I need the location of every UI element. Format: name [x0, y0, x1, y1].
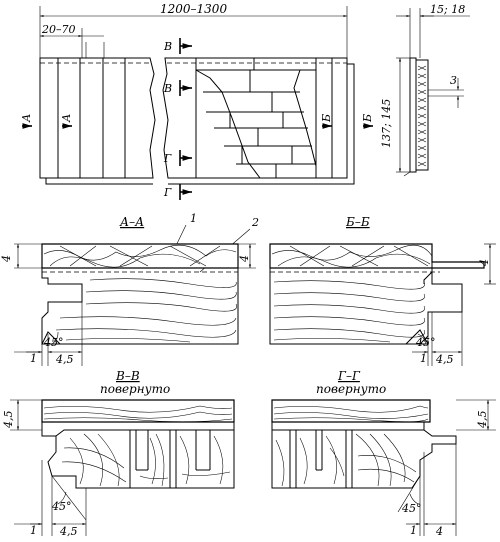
section-gg: Г–Г повернуто 4,5 1 4 45°	[271, 369, 496, 538]
section-gg-title: Г–Г	[337, 369, 361, 383]
cut-label-v-bottom: В	[163, 82, 172, 95]
cut-label-b-right: Б	[361, 114, 374, 123]
vv-thickness-label: 4,5	[2, 411, 15, 430]
section-bb: Б–Б 4 1 4,5 45°	[269, 215, 496, 366]
vv-depth-label: 4,5	[59, 525, 78, 538]
aa-tongue-label: 1	[30, 352, 37, 365]
gg-depth-label: 4	[435, 525, 443, 538]
cut-label-g-top: Г	[163, 152, 172, 165]
callout-2: 2	[251, 216, 259, 229]
cut-label-a-left: А	[20, 114, 33, 123]
section-gg-subtitle: повернуто	[316, 382, 386, 396]
cut-label-a-right: А	[60, 114, 73, 123]
bb-tongue-label: 1	[420, 352, 427, 365]
vv-angle-label: 45°	[51, 500, 72, 513]
side-thickness-label: 15; 18	[430, 3, 465, 16]
section-vv-title: В–В	[115, 369, 140, 383]
side-height-label: 137; 145	[380, 99, 393, 148]
callout-1: 1	[190, 212, 197, 225]
aa-thickness-label: 4	[0, 255, 13, 263]
gg-angle-label: 45°	[401, 502, 422, 515]
overall-length-label: 1200–1300	[160, 2, 227, 16]
bb-thickness-label: 4	[478, 259, 491, 267]
aa-angle-label: 45°	[43, 336, 64, 349]
section-vv: В–В повернуто 4,5 1 4,5 45°	[2, 369, 235, 538]
section-aa-title: А–А	[119, 215, 144, 229]
cut-label-b-left: Б	[320, 114, 333, 123]
aa-thickness-label-right: 4	[238, 255, 251, 263]
plan-view: 1200–1300 20–70	[20, 2, 374, 200]
side-view: 15; 18 137; 145 3	[380, 3, 470, 177]
section-aa: А–А 1 2 4 4 1 4,5 45°	[0, 212, 259, 366]
bb-angle-label: 45°	[415, 336, 436, 349]
vv-tongue-label: 1	[30, 524, 37, 537]
gg-tongue-label: 1	[410, 524, 417, 537]
section-vv-subtitle: повернуто	[100, 382, 170, 396]
aa-depth-label: 4,5	[55, 353, 74, 366]
cut-label-g-bottom: Г	[163, 186, 172, 199]
bb-depth-label: 4,5	[435, 353, 454, 366]
board-width-label: 20–70	[41, 23, 76, 36]
cut-label-v-top: В	[163, 40, 172, 53]
section-bb-title: Б–Б	[345, 215, 370, 229]
gg-thickness-label: 4,5	[476, 411, 489, 430]
side-gap-label: 3	[450, 74, 457, 87]
